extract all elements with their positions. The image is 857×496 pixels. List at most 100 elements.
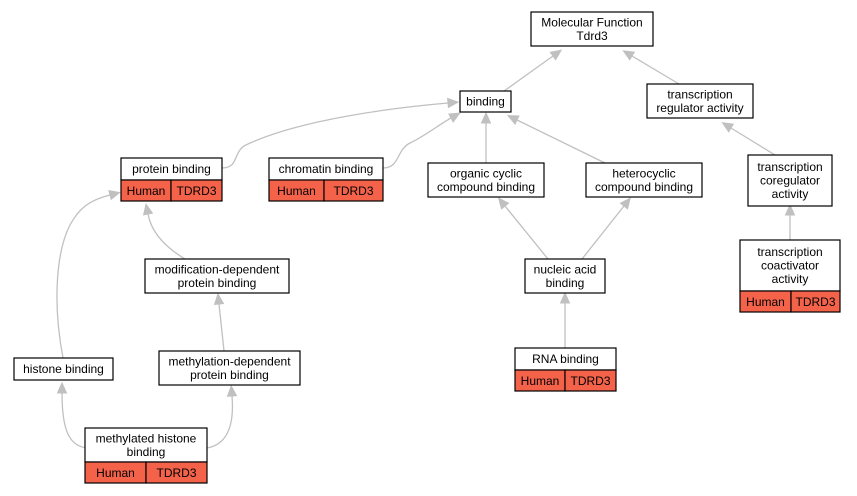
arrowhead-chromatin-to-binding [447, 112, 461, 123]
term-label-line: protein binding [178, 276, 257, 290]
term-label-line: binding [546, 276, 585, 290]
arrowhead-histone-to-protein [108, 190, 121, 201]
term-label-line: modification-dependent [155, 262, 280, 276]
term-label-line: coregulator [760, 174, 820, 188]
arrowhead-moddep-to-protein [142, 203, 154, 216]
term-label-line: regulator activity [656, 101, 743, 115]
term-box [158, 350, 301, 386]
species-label: Human [277, 184, 316, 198]
species-label: Human [521, 374, 560, 388]
term-label-line: Tdrd3 [576, 29, 608, 43]
arrowhead-tcorg-to-tra [721, 122, 735, 133]
arrowhead-organic-to-binding [480, 111, 492, 124]
go-term-histone[interactable]: histone binding [13, 357, 114, 381]
gene-label: TDRD3 [795, 295, 835, 309]
edge-tcoact-to-tcorg [784, 203, 796, 240]
term-box [646, 83, 754, 119]
arrowhead-tra-to-mf [622, 50, 636, 61]
species-label: Human [127, 184, 166, 198]
term-label-line: heterocyclic [612, 166, 675, 180]
arrowhead-methhist-to-methdep [226, 384, 238, 397]
gene-label: TDRD3 [570, 374, 610, 388]
edge-rna-to-nucleic [559, 291, 571, 348]
term-label-line: organic cyclic [450, 166, 522, 180]
term-label-line: methylation-dependent [168, 354, 291, 368]
term-label-line: transcription [757, 245, 822, 259]
edge-tra-to-mf [622, 50, 680, 85]
term-label-line: activity [772, 187, 809, 201]
term-label-line: transcription [757, 160, 822, 174]
arrowhead-tcoact-to-tcorg [784, 203, 796, 216]
edge-hetero-to-binding [506, 115, 606, 164]
edge-moddep-to-protein [142, 203, 186, 260]
edge-tcorg-to-tra [721, 122, 776, 156]
term-label-line: chromatin binding [279, 162, 374, 176]
gene-label: TDRD3 [156, 466, 196, 480]
term-box [739, 239, 841, 292]
edge-nucleic-to-organic [497, 197, 549, 260]
gene-cell [145, 461, 208, 484]
arrowhead-hetero-to-binding [506, 115, 520, 125]
term-box [84, 427, 208, 463]
term-box [585, 162, 703, 198]
edge-methhist-to-histone [56, 381, 88, 449]
edge-nucleic-to-hetero [581, 197, 631, 260]
gene-cell [323, 179, 384, 202]
term-label-line: coactivator [761, 259, 819, 273]
gene-label: TDRD3 [333, 184, 373, 198]
term-label-line: compound binding [437, 180, 535, 194]
edge-methhist-to-methdep [206, 384, 238, 449]
term-label-line: Molecular Function [541, 15, 642, 29]
edge-methdep-to-moddep [213, 292, 225, 352]
gene-cell [790, 290, 841, 313]
arrowhead-protein-to-binding [447, 97, 460, 109]
term-label-line: nucleic acid [534, 262, 597, 276]
gene-label: TDRD3 [176, 184, 216, 198]
term-box [459, 90, 512, 113]
edge-chromatin-to-binding [382, 112, 461, 169]
arrowhead-rna-to-nucleic [559, 291, 571, 304]
arrowhead-methhist-to-histone [56, 381, 68, 394]
arrowhead-binding-to-mf [549, 49, 563, 61]
edge-histone-to-protein [56, 190, 121, 359]
edge-binding-to-mf [503, 49, 563, 92]
edge-protein-to-binding [221, 97, 460, 169]
term-label-line: histone binding [23, 362, 104, 376]
arrowhead-nucleic-to-organic [497, 197, 510, 210]
term-label-line: compound binding [595, 180, 693, 194]
species-label: Human [96, 466, 135, 480]
term-box [144, 258, 290, 294]
arrowhead-nucleic-to-hetero [619, 197, 631, 210]
term-label-line: binding [466, 95, 505, 109]
term-label-line: transcription [667, 87, 732, 101]
gene-cell [564, 369, 617, 392]
term-box [747, 154, 833, 207]
go-term-binding[interactable]: binding [459, 90, 512, 113]
edges-layer [56, 49, 796, 449]
term-box [524, 258, 606, 294]
term-label-line: methylated histone [96, 431, 197, 445]
term-box [13, 357, 114, 381]
term-box [530, 11, 654, 47]
term-label-line: protein binding [132, 162, 211, 176]
term-label-line: binding [127, 445, 166, 459]
species-label: Human [746, 295, 785, 309]
term-label-line: activity [772, 272, 809, 286]
term-label-line: RNA binding [532, 352, 599, 366]
gene-cell [170, 179, 223, 202]
